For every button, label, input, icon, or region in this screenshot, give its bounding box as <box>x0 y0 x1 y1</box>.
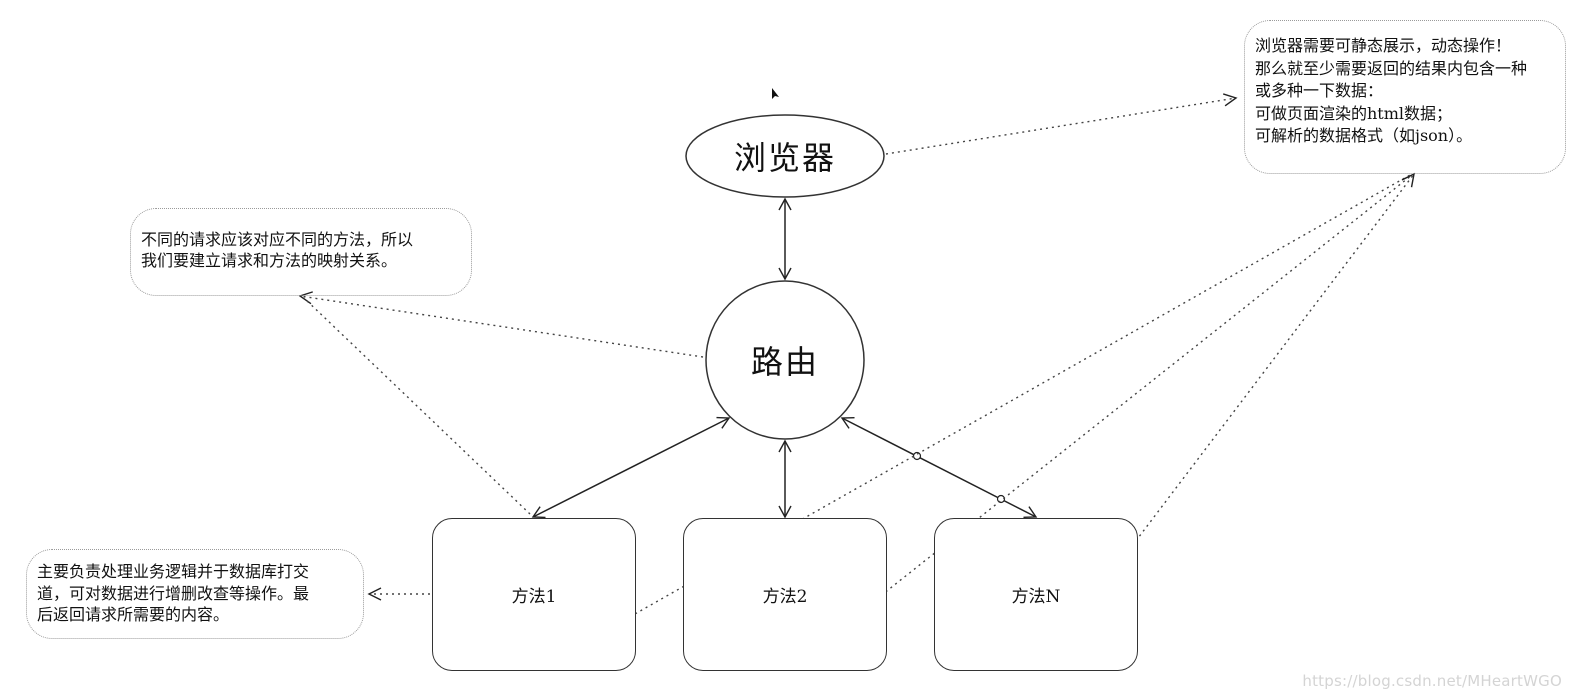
line-jump-dot <box>996 494 1006 504</box>
router-note: 不同的请求应该对应不同的方法，所以 我们要建立请求和方法的映射关系。 <box>130 208 472 296</box>
router-note-connector <box>298 291 704 358</box>
browser-note-connector <box>885 93 1238 155</box>
method-1-box: 方法1 <box>432 518 636 671</box>
browser-node-label: 浏览器 <box>733 139 836 177</box>
mouse-cursor-icon <box>772 88 779 99</box>
browser-ellipse <box>685 114 885 198</box>
router-circle <box>705 280 865 440</box>
watermark-text: https://blog.csdn.net/MHeartWGO <box>1302 672 1562 690</box>
router-node-label: 路由 <box>750 343 819 381</box>
router-methodn-arrow <box>840 416 1038 519</box>
browser-note: 浏览器需要可静态展示，动态操作！ 那么就至少需要返回的结果内包含一种 或多种一下… <box>1244 20 1566 174</box>
method-2-box: 方法2 <box>683 518 887 671</box>
method-n-box: 方法N <box>934 518 1138 671</box>
method2-browser-note-connector <box>786 174 1413 671</box>
router-method1-arrow <box>531 416 731 519</box>
method-note: 主要负责处理业务逻辑并于数据库打交 道，可对数据进行增删改查等操作。最 后返回请… <box>26 549 364 639</box>
method1-router-note-connector <box>303 297 531 515</box>
